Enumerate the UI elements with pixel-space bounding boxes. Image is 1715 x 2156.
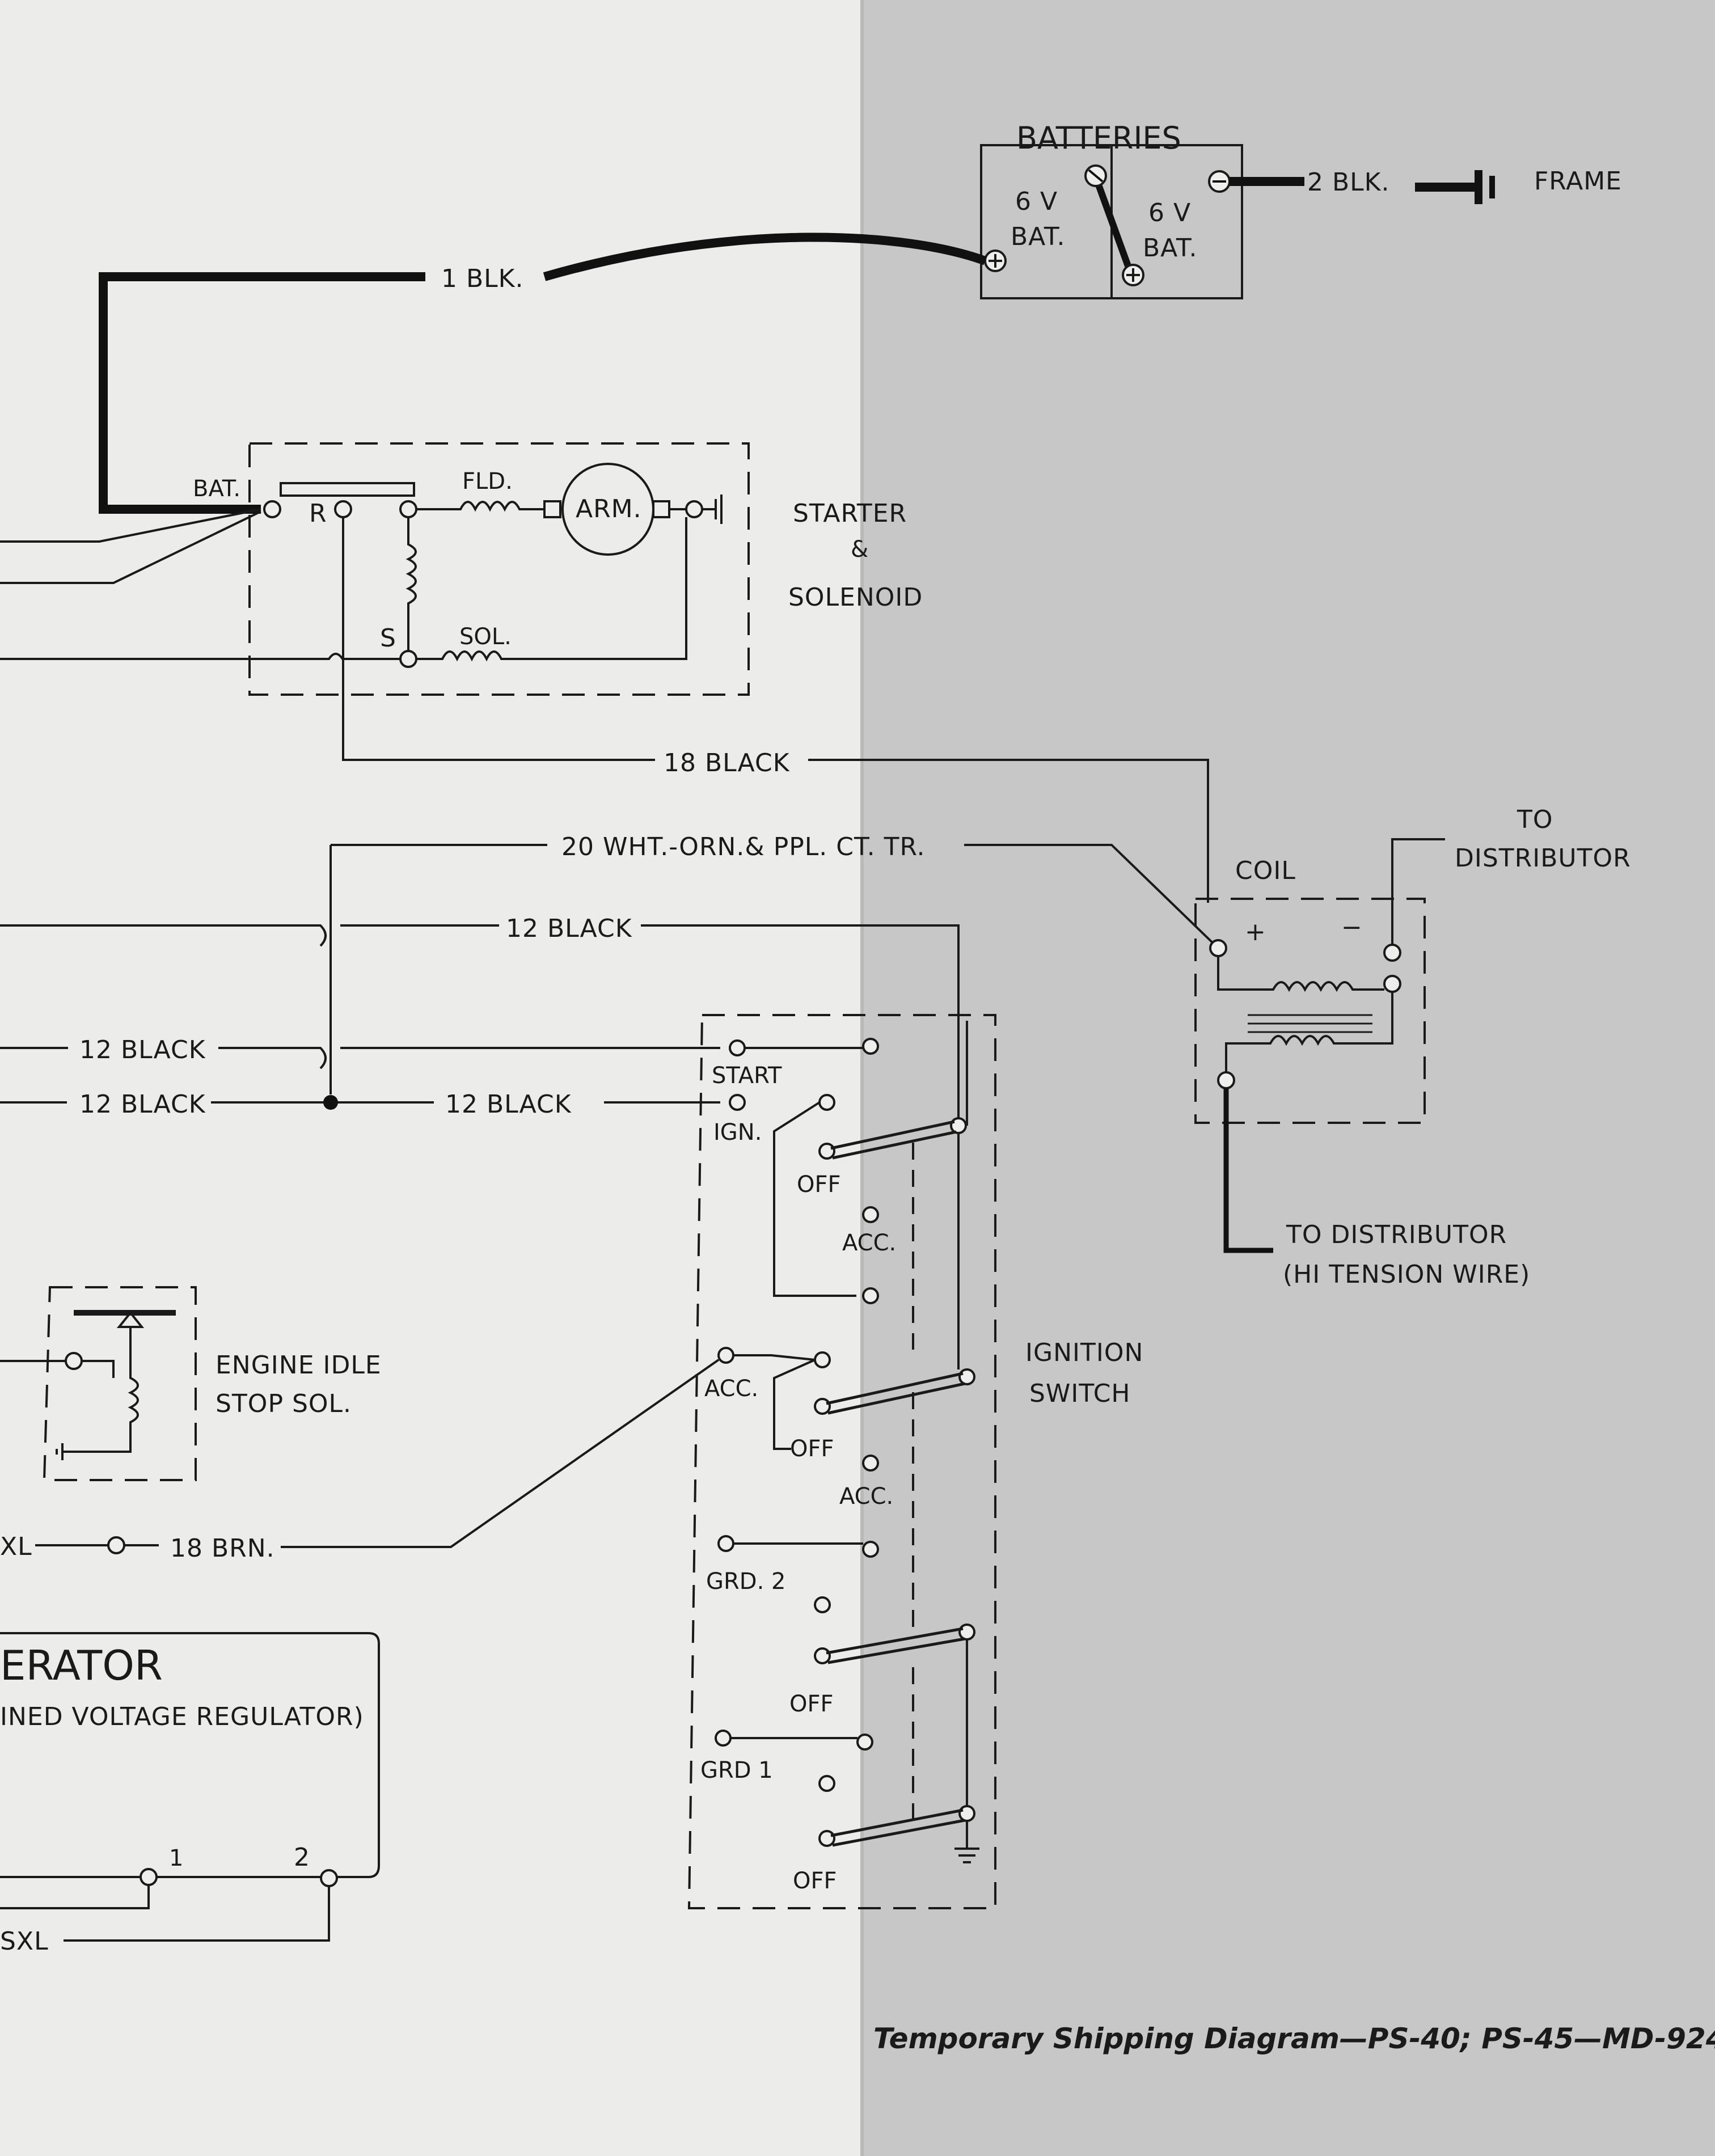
- wire-20wht: 20 WHT.-ORN.& PPL. CT. TR.: [330, 832, 1219, 1094]
- battery2-label: BAT.: [1143, 234, 1198, 263]
- frame-label: FRAME: [1534, 167, 1622, 196]
- off-label-1: OFF: [797, 1172, 841, 1198]
- ignition-switch: IGNITION SWITCH START IGN. OFF ACC. ACC.…: [687, 941, 1143, 1909]
- start-label: START: [712, 1063, 782, 1089]
- coil-plus-label: +: [1245, 918, 1266, 946]
- to-distributor-line2: DISTRIBUTOR: [1455, 844, 1631, 873]
- ignition-coil: COIL + − TO DISTRIBUTOR TO DISTRIBUTOR (…: [1194, 805, 1631, 1289]
- wire-18black-label: 18 BLACK: [664, 749, 790, 777]
- r-terminal-label: R: [309, 499, 327, 528]
- starter-label-amp: &: [851, 536, 868, 563]
- idle-label-line1: ENGINE IDLE: [216, 1351, 382, 1380]
- battery-cable-1blk: 1 BLK.: [0, 232, 987, 584]
- to-distributor-line1: TO: [1517, 805, 1553, 834]
- starter-label-line1: STARTER: [793, 499, 907, 528]
- engine-idle-stop-solenoid: ENGINE IDLE STOP SOL.: [0, 1286, 382, 1481]
- wire-18brn: XL 18 BRN.: [0, 1359, 720, 1563]
- starter-solenoid-block: BAT. R FLD. ARM. S SOL. STARTER & SOLENO…: [0, 442, 923, 696]
- off-label-3: OFF: [789, 1691, 834, 1717]
- wire-18brn-label: 18 BRN.: [170, 1534, 275, 1563]
- battery-link-strap: [1092, 175, 1134, 274]
- wire-12black-low: 12 BLACK 12 BLACK: [0, 1090, 720, 1119]
- ignition-label-line2: SWITCH: [1029, 1379, 1131, 1408]
- coil-label: COIL: [1235, 856, 1296, 885]
- sol-label: SOL.: [459, 624, 512, 650]
- acc-label-1: ACC.: [842, 1230, 896, 1256]
- batteries-label: BATTERIES: [1016, 120, 1181, 156]
- generator-block: ERATOR INED VOLTAGE REGULATOR) 1 2 SXL: [0, 1632, 380, 1956]
- wire-12black-low-label: 12 BLACK: [79, 1090, 206, 1119]
- to-dist-hi-line2: (HI TENSION WIRE): [1283, 1260, 1530, 1289]
- wire-12black-center-label: 12 BLACK: [445, 1090, 572, 1119]
- wire-12black-mid: 12 BLACK: [0, 1035, 720, 1069]
- generator-label: ERATOR: [0, 1642, 163, 1689]
- battery1-voltage: 6 V: [1015, 187, 1058, 216]
- wire-20wht-label: 20 WHT.-ORN.& PPL. CT. TR.: [561, 832, 925, 861]
- idle-label-line2: STOP SOL.: [216, 1389, 352, 1418]
- paper-right-panel: [862, 0, 1715, 2156]
- ground-strap-2blk: 2 BLK. FRAME: [1230, 167, 1622, 204]
- off-label-4: OFF: [793, 1868, 837, 1894]
- paper-left-panel: [0, 0, 862, 2156]
- gen-terminal-2-label: 2: [294, 1843, 310, 1872]
- wire-12black-mid-label: 12 BLACK: [79, 1035, 206, 1064]
- fld-label: FLD.: [462, 468, 513, 494]
- bat-terminal-label: BAT.: [193, 476, 240, 502]
- wire-2blk-label: 2 BLK.: [1307, 168, 1390, 197]
- wire-12black-top: 12 BLACK: [0, 914, 960, 1118]
- grd1-label: GRD 1: [700, 1757, 773, 1783]
- acc-label-2: ACC.: [704, 1376, 758, 1402]
- ignition-label-line1: IGNITION: [1025, 1338, 1143, 1367]
- battery2-voltage: 6 V: [1148, 198, 1191, 227]
- starter-label-line2: SOLENOID: [788, 583, 923, 612]
- battery1-label: BAT.: [1011, 222, 1066, 251]
- regulator-label: INED VOLTAGE REGULATOR): [0, 1702, 364, 1731]
- s-terminal-label: S: [380, 624, 396, 653]
- arm-label: ARM.: [576, 494, 642, 523]
- grd2-label: GRD. 2: [706, 1569, 785, 1595]
- wire-1blk-label: 1 BLK.: [441, 264, 524, 293]
- ign-label-1: IGN.: [713, 1119, 762, 1145]
- to-dist-hi-line1: TO DISTRIBUTOR: [1286, 1220, 1507, 1249]
- wire-12black-top-label: 12 BLACK: [506, 914, 632, 943]
- coil-minus-label: −: [1341, 913, 1363, 942]
- off-label-2: OFF: [790, 1436, 834, 1462]
- wire-18black: 18 BLACK: [342, 517, 1209, 903]
- xl-label: XL: [0, 1532, 32, 1561]
- sxl-label: SXL: [0, 1927, 49, 1956]
- acc-label-3: ACC.: [839, 1483, 893, 1510]
- batteries-block: BATTERIES 6 V BAT. 6 V BAT.: [980, 120, 1243, 299]
- diagram-footer-title: Temporary Shipping Diagram—PS-40; PS-45—…: [873, 2022, 1715, 2055]
- gen-terminal-1-label: 1: [169, 1845, 183, 1871]
